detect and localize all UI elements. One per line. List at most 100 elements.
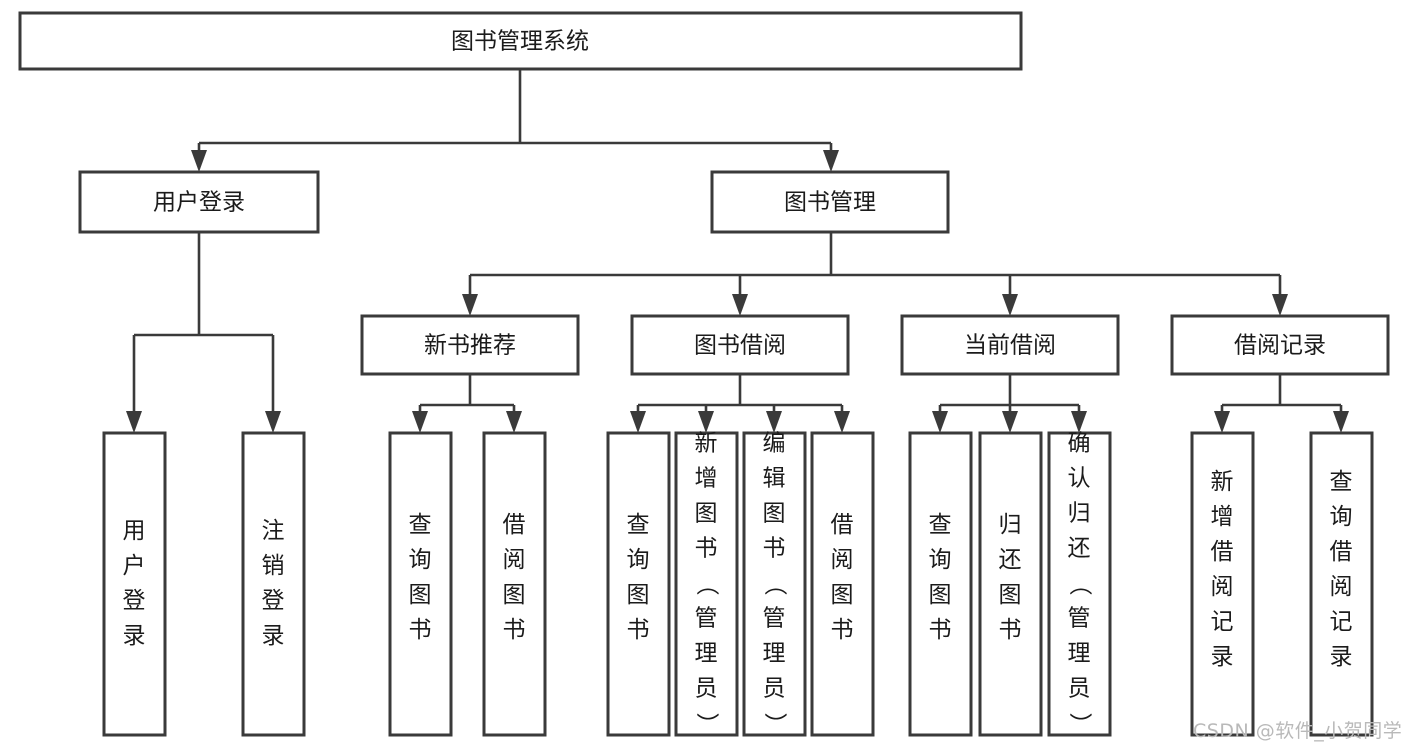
leaf-borrow-query-box[interactable] xyxy=(606,431,671,737)
vertical-char: 录 xyxy=(1211,644,1234,670)
arrowhead-leaf-new-borrow xyxy=(506,411,522,433)
arrowhead-leaf-borrow-edit xyxy=(766,411,782,433)
vertical-char: 新 xyxy=(695,431,718,457)
vertical-char: 询 xyxy=(409,547,432,573)
leaf-borrow-add-box[interactable] xyxy=(674,431,739,737)
leaf-borrow-edit-box[interactable] xyxy=(742,431,807,737)
leaf-record-add-box[interactable] xyxy=(1190,431,1255,737)
vertical-char: 登 xyxy=(123,588,146,614)
node-records-box[interactable] xyxy=(1170,314,1390,376)
node-borrow-label: 图书借阅 xyxy=(694,333,786,359)
arrowhead-to-records xyxy=(1272,294,1288,316)
node-borrow[interactable]: 图书借阅 xyxy=(630,314,850,376)
vertical-char: 归 xyxy=(999,512,1022,538)
vertical-char: 书 xyxy=(831,617,854,643)
vertical-char: 借 xyxy=(1211,539,1234,565)
arrowhead-leaf-borrow-add xyxy=(698,411,714,433)
leaf-user-login[interactable]: 用户登录 xyxy=(102,431,167,737)
vertical-char: ） xyxy=(762,713,788,736)
vertical-char: 还 xyxy=(999,547,1022,573)
arrowhead-leaf-current-query xyxy=(932,411,948,433)
vertical-char: 还 xyxy=(1068,536,1091,562)
node-bookmgmt-box[interactable] xyxy=(710,170,950,234)
vertical-char: 书 xyxy=(763,536,786,562)
node-root-label: 图书管理系统 xyxy=(451,29,589,55)
node-root-box[interactable] xyxy=(18,11,1023,71)
vertical-char: 书 xyxy=(999,617,1022,643)
leaf-new-query-box[interactable] xyxy=(388,431,453,737)
vertical-char: 编 xyxy=(763,431,786,457)
vertical-char: 记 xyxy=(1330,609,1353,635)
leaf-record-query-box[interactable] xyxy=(1309,431,1374,737)
vertical-char: 认 xyxy=(1068,466,1091,492)
vertical-char: 记 xyxy=(1211,609,1234,635)
vertical-char: 销 xyxy=(262,553,285,579)
arrowhead-leaf-current-return xyxy=(1002,411,1018,433)
vertical-char: 借 xyxy=(1330,539,1353,565)
arrowhead-leaf-record-add xyxy=(1214,411,1230,433)
vertical-char: ） xyxy=(1067,713,1093,736)
vertical-char: （ xyxy=(762,573,788,596)
leaf-current-return-box[interactable] xyxy=(978,431,1043,737)
arrowhead-leaf-borrow-query xyxy=(630,411,646,433)
vertical-char: 图 xyxy=(999,582,1022,608)
vertical-char: 阅 xyxy=(1330,574,1353,600)
node-login[interactable]: 用户登录 xyxy=(78,170,320,234)
node-login-box[interactable] xyxy=(78,170,320,234)
node-records-label: 借阅记录 xyxy=(1234,333,1326,359)
leaf-borrow-lend-box[interactable] xyxy=(810,431,875,737)
vertical-char: 借 xyxy=(831,512,854,538)
vertical-char: 询 xyxy=(1330,504,1353,530)
vertical-char: 员 xyxy=(695,676,718,702)
vertical-char: 查 xyxy=(1330,469,1353,495)
leaf-user-login-label: 用户登录 xyxy=(123,518,146,649)
vertical-char: 图 xyxy=(763,501,786,527)
vertical-char: 查 xyxy=(929,512,952,538)
node-records[interactable]: 借阅记录 xyxy=(1170,314,1390,376)
node-bookmgmt[interactable]: 图书管理 xyxy=(710,170,950,234)
node-current-box[interactable] xyxy=(900,314,1120,376)
vertical-char: 图 xyxy=(503,582,526,608)
node-borrow-box[interactable] xyxy=(630,314,850,376)
arrowhead-leaf-user-logout xyxy=(265,411,281,433)
vertical-char: 询 xyxy=(929,547,952,573)
arrowhead-leaf-borrow-lend xyxy=(834,411,850,433)
leaf-user-logout-box[interactable] xyxy=(241,431,306,737)
vertical-char: 录 xyxy=(123,623,146,649)
node-newbook-label: 新书推荐 xyxy=(424,333,516,359)
leaf-user-login-box[interactable] xyxy=(102,431,167,737)
node-newbook[interactable]: 新书推荐 xyxy=(360,314,580,376)
vertical-char: 查 xyxy=(409,512,432,538)
leaf-new-borrow-box[interactable] xyxy=(482,431,547,737)
leaf-current-query-box[interactable] xyxy=(908,431,973,737)
node-current[interactable]: 当前借阅 xyxy=(900,314,1120,376)
vertical-char: ） xyxy=(694,713,720,736)
node-login-label: 用户登录 xyxy=(153,190,245,216)
node-root[interactable]: 图书管理系统 xyxy=(18,11,1023,71)
vertical-char: 书 xyxy=(503,617,526,643)
leaf-current-confirm-box[interactable] xyxy=(1047,431,1112,737)
arrowhead-leaf-new-query xyxy=(412,411,428,433)
vertical-char: 图 xyxy=(695,501,718,527)
node-newbook-box[interactable] xyxy=(360,314,580,376)
